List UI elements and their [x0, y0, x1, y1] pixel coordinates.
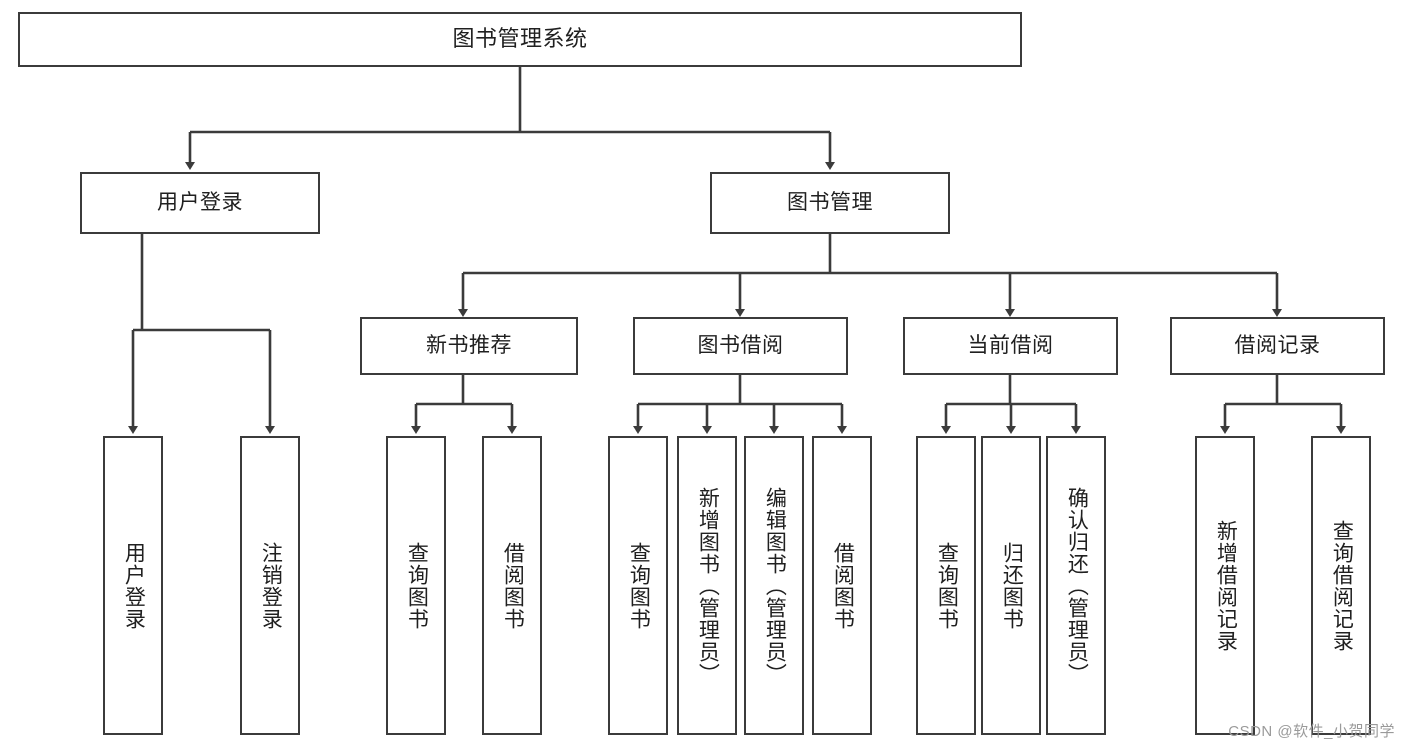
- leaf-user-login-login[interactable]: 用户登录: [103, 436, 163, 735]
- node-label: 图书借阅: [697, 334, 784, 358]
- node-label: 用户登录: [157, 191, 243, 215]
- leaf-borrow-query-book[interactable]: 查询图书: [608, 436, 668, 735]
- node-label: 用户登录: [122, 541, 146, 630]
- node-label: 当前借阅: [967, 334, 1054, 358]
- node-label: 确认归还（管理员）: [1065, 486, 1089, 685]
- node-label: 查询借阅记录: [1330, 519, 1354, 652]
- node-new-book-recommend[interactable]: 新书推荐: [360, 317, 578, 375]
- leaf-borrow-add-book[interactable]: 新增图书（管理员）: [677, 436, 737, 735]
- node-label: 归还图书: [1000, 541, 1024, 630]
- node-root-system[interactable]: 图书管理系统: [18, 12, 1022, 67]
- leaf-current-return-book[interactable]: 归还图书: [981, 436, 1041, 735]
- node-label: 注销登录: [259, 541, 283, 630]
- node-label: 新书推荐: [426, 334, 512, 358]
- node-label: 查询图书: [935, 541, 959, 630]
- leaf-current-query-book[interactable]: 查询图书: [916, 436, 976, 735]
- watermark-text: CSDN @软件_小贺同学: [1228, 723, 1395, 740]
- node-borrow-record[interactable]: 借阅记录: [1170, 317, 1385, 375]
- leaf-new-book-query[interactable]: 查询图书: [386, 436, 446, 735]
- leaf-record-query[interactable]: 查询借阅记录: [1311, 436, 1371, 735]
- node-current-borrow[interactable]: 当前借阅: [903, 317, 1118, 375]
- node-label: 图书管理系统: [452, 26, 588, 52]
- leaf-borrow-edit-book[interactable]: 编辑图书（管理员）: [744, 436, 804, 735]
- node-book-borrow[interactable]: 图书借阅: [633, 317, 848, 375]
- node-label: 借阅记录: [1234, 334, 1321, 358]
- node-label: 借阅图书: [831, 541, 855, 630]
- leaf-borrow-borrow-book[interactable]: 借阅图书: [812, 436, 872, 735]
- leaf-user-login-logout[interactable]: 注销登录: [240, 436, 300, 735]
- node-label: 借阅图书: [501, 541, 525, 630]
- leaf-record-add[interactable]: 新增借阅记录: [1195, 436, 1255, 735]
- node-label: 编辑图书（管理员）: [763, 486, 787, 685]
- node-label: 图书管理: [787, 191, 873, 215]
- leaf-new-book-borrow[interactable]: 借阅图书: [482, 436, 542, 735]
- node-label: 新增借阅记录: [1214, 519, 1238, 652]
- node-label: 查询图书: [405, 541, 429, 630]
- node-label: 查询图书: [627, 541, 651, 630]
- node-book-management[interactable]: 图书管理: [710, 172, 950, 234]
- leaf-current-confirm-return[interactable]: 确认归还（管理员）: [1046, 436, 1106, 735]
- node-label: 新增图书（管理员）: [696, 486, 720, 685]
- node-user-login[interactable]: 用户登录: [80, 172, 320, 234]
